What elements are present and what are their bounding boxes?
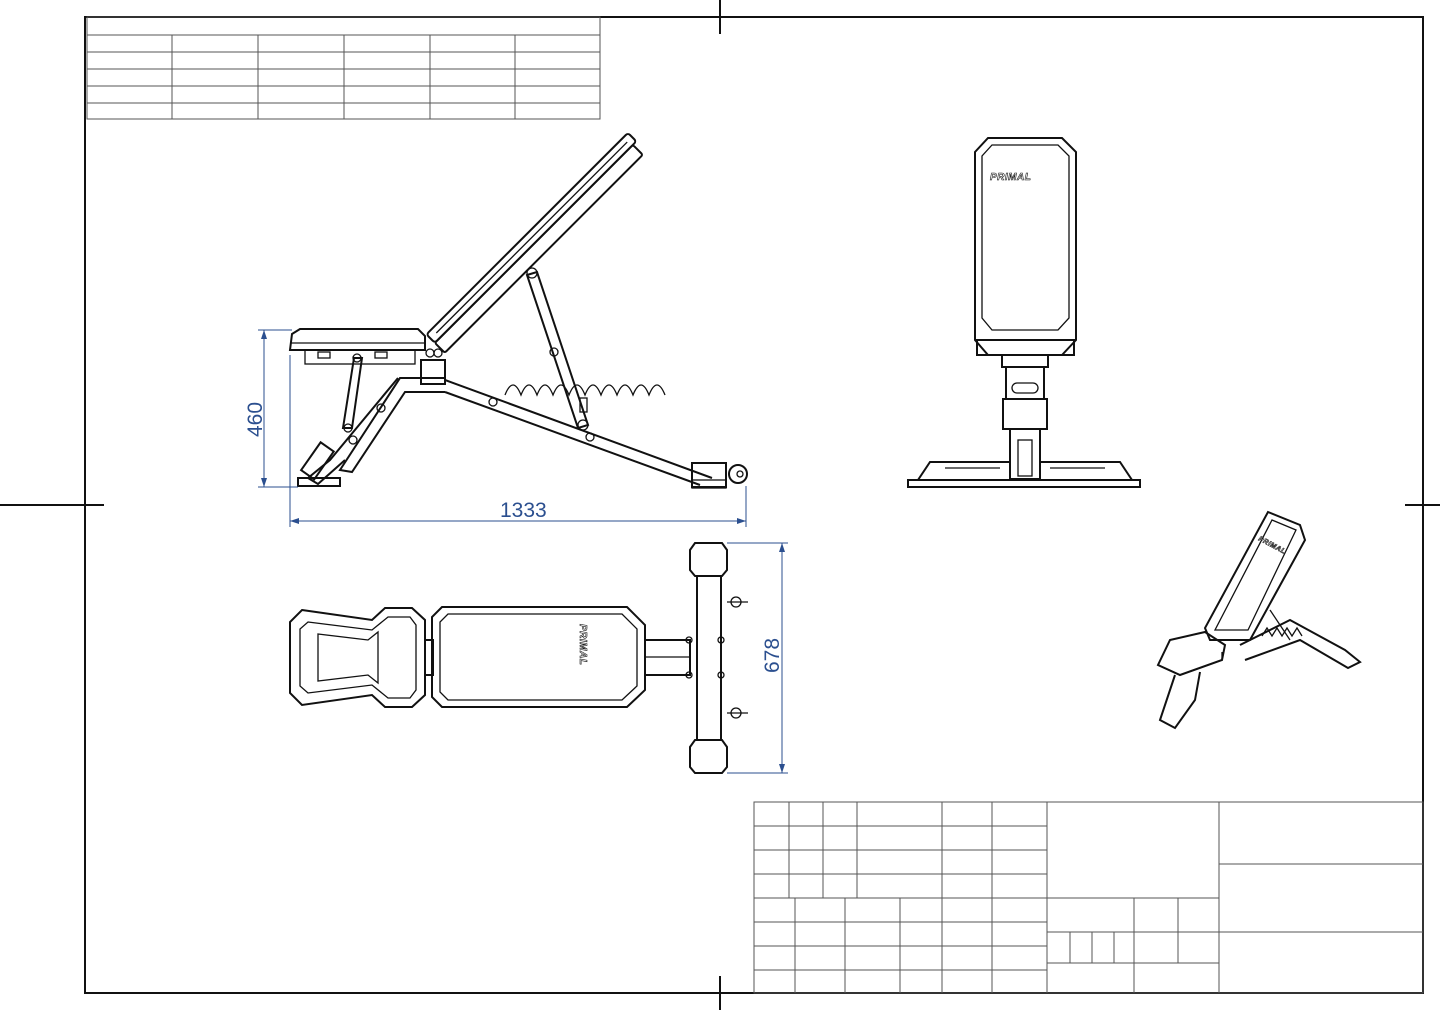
dimension-overall-length-label: 1333 <box>500 499 547 522</box>
side-view <box>288 133 748 489</box>
dimension-seat-height <box>258 329 298 488</box>
dimension-overall-width <box>727 542 788 774</box>
dimension-seat-height-label: 460 <box>244 402 267 437</box>
revision-table <box>86 16 601 120</box>
dimension-overall-width-label: 678 <box>761 638 784 673</box>
dimension-overall-length <box>289 355 747 527</box>
front-view <box>907 137 1141 488</box>
top-view <box>289 542 748 774</box>
title-block <box>753 801 1424 994</box>
isometric-view <box>1156 510 1362 730</box>
brand-logo-top: PRIMAL <box>577 624 588 665</box>
brand-logo-iso: PRIMAL <box>1257 536 1287 556</box>
brand-logo-front: PRIMAL <box>990 172 1031 183</box>
